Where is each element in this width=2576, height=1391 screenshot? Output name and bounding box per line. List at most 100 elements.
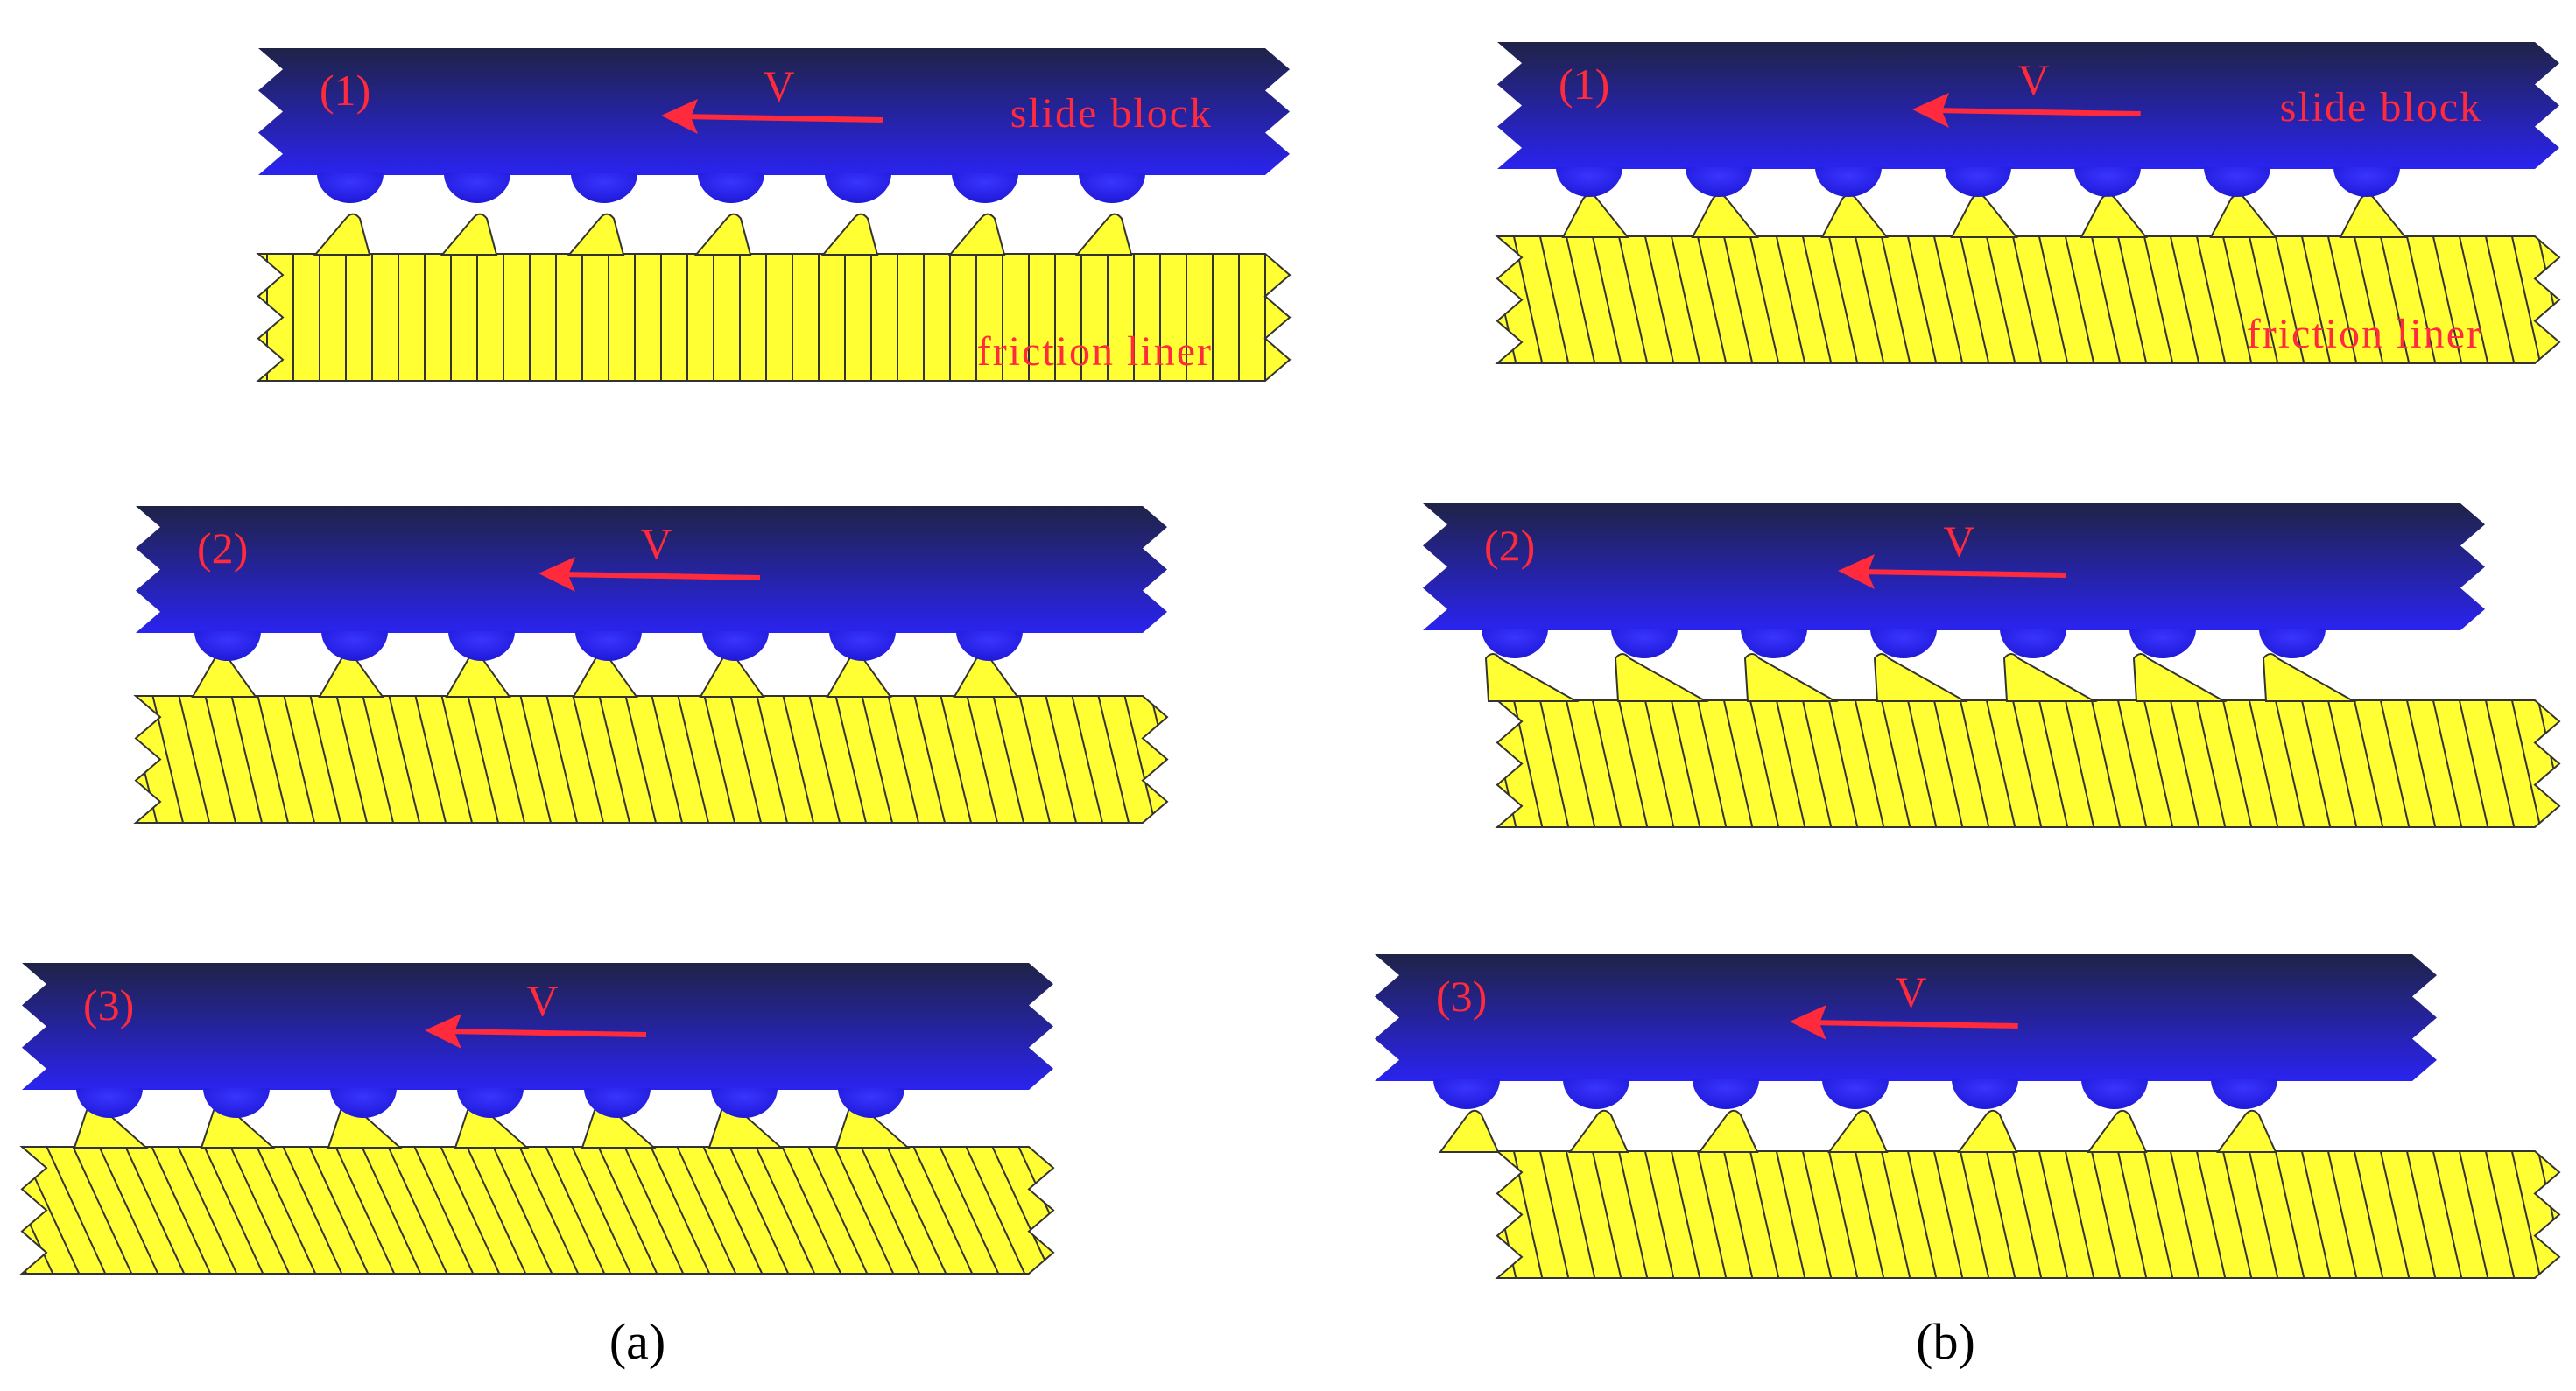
- fiber-line: [608, 1147, 688, 1274]
- liner-asperity: [2339, 193, 2408, 238]
- fiber-line: [2004, 700, 2045, 827]
- fiber-line: [371, 1147, 452, 1274]
- velocity-arrowhead: [538, 557, 575, 592]
- fiber-line: [905, 696, 948, 823]
- fiber-line: [686, 1147, 767, 1274]
- block-asperity: [952, 173, 1018, 203]
- fiber-line: [2136, 1151, 2176, 1278]
- fiber-line: [22, 1147, 84, 1274]
- fiber-line: [1636, 700, 1677, 827]
- friction-liner: [1322, 1109, 2561, 1287]
- block-body: [22, 963, 1053, 1090]
- fiber-line: [721, 696, 764, 823]
- liner-asperity: [2209, 193, 2278, 238]
- fiber-line: [1689, 1151, 1729, 1278]
- fiber-line: [109, 1147, 189, 1274]
- velocity-arrowhead: [1838, 554, 1875, 589]
- fiber-line: [2398, 236, 2439, 363]
- fiber-line: [529, 1147, 609, 1274]
- fiber-line: [1873, 700, 1913, 827]
- liner-asperity: [1820, 193, 1890, 238]
- fiber-line: [2503, 700, 2544, 827]
- fiber-line: [398, 1147, 478, 1274]
- fiber-line: [1531, 700, 1572, 827]
- fiber-line: [713, 1147, 793, 1274]
- liner-asperity: [1691, 193, 1760, 238]
- velocity-label: V: [527, 976, 559, 1025]
- liner-asperity: [953, 653, 1019, 698]
- block-asperity: [2129, 629, 2196, 658]
- liner-asperity: [826, 653, 892, 698]
- fiber-line: [1322, 201, 1361, 372]
- block-asperity: [1822, 1079, 1889, 1109]
- fiber-line: [2477, 236, 2517, 363]
- fiber-line: [1322, 1116, 1361, 1287]
- liner-asperity: [313, 213, 371, 256]
- block-asperity: [194, 631, 261, 661]
- block-asperity: [584, 1088, 651, 1118]
- panel-a-stage-2: (2)V: [13, 506, 1288, 832]
- fiber-line: [2031, 1151, 2071, 1278]
- liner-body: [1495, 699, 2561, 828]
- fiber-line: [1847, 1151, 1887, 1278]
- liner-asperity: [699, 653, 765, 698]
- fiber-line: [424, 1147, 504, 1274]
- fiber-line: [800, 696, 843, 823]
- fiber-line: [538, 696, 581, 823]
- block-asperity: [1482, 629, 1548, 658]
- fiber-line: [2136, 700, 2176, 827]
- fiber-line: [1248, 661, 1288, 832]
- block-asperity: [1870, 629, 1937, 658]
- liner-asperity: [191, 653, 257, 698]
- fiber-line: [1768, 236, 1808, 363]
- fiber-line: [66, 661, 106, 832]
- fiber-line: [2503, 236, 2544, 363]
- fiber-line: [792, 1147, 872, 1274]
- fiber-line: [2451, 1151, 2491, 1278]
- liner-fibers: [1375, 665, 2559, 836]
- velocity-arrow: [443, 1029, 647, 1037]
- fiber-line: [2398, 1151, 2439, 1278]
- fiber-line: [1899, 1151, 1939, 1278]
- fiber-line: [2346, 236, 2386, 363]
- fiber-line: [1401, 201, 1439, 372]
- fiber-line: [818, 1147, 898, 1274]
- block-asperity: [203, 1088, 270, 1118]
- fiber-line: [2293, 1151, 2333, 1278]
- fiber-line: [433, 696, 475, 823]
- stage-number: (1): [1559, 60, 1609, 109]
- fiber-line: [13, 661, 53, 832]
- fiber-line: [774, 696, 817, 823]
- fiber-line: [1925, 1151, 1966, 1278]
- fiber-line: [1636, 236, 1677, 363]
- panel-b-stage-3: (3)V: [1322, 954, 2561, 1287]
- fiber-line: [1375, 665, 1413, 836]
- fiber-line: [1375, 1116, 1413, 1287]
- fiber-line: [616, 696, 659, 823]
- liner-asperity: [567, 213, 625, 256]
- liner-asperity: [2087, 1109, 2148, 1153]
- fiber-line: [1401, 665, 1439, 836]
- velocity-arrow: [557, 572, 761, 580]
- fiber-line: [2425, 236, 2465, 363]
- fiber-line: [1221, 661, 1262, 832]
- block-asperity: [1079, 173, 1145, 203]
- fiber-line: [2214, 700, 2255, 827]
- fiber-line: [2346, 700, 2386, 827]
- fiber-line: [135, 1147, 215, 1274]
- liner-asperity: [1439, 1109, 1500, 1153]
- fiber-line: [2188, 1151, 2228, 1278]
- liner-asperity: [2216, 1109, 2277, 1153]
- panel-a-stage-3: (3)V: [19, 963, 1055, 1275]
- fiber-line: [2319, 700, 2360, 827]
- fiber-line: [1689, 236, 1729, 363]
- fiber-line: [2503, 1151, 2544, 1278]
- liner-asperity: [1074, 213, 1133, 256]
- fiber-line: [22, 1147, 32, 1274]
- fiber-line: [1453, 201, 1492, 372]
- fiber-line: [275, 696, 318, 823]
- fiber-line: [2083, 236, 2123, 363]
- fiber-line: [853, 696, 896, 823]
- fiber-line: [1375, 201, 1413, 372]
